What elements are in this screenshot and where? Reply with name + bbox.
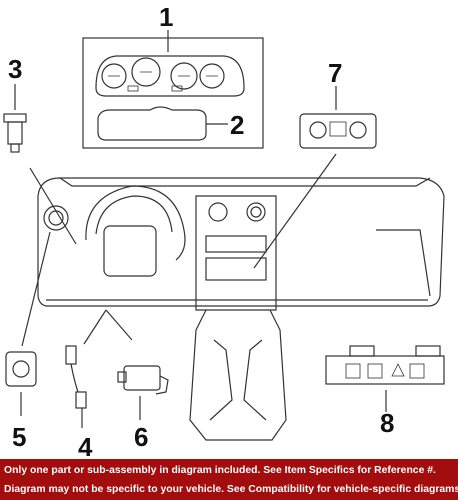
dashboard-assembly	[37, 177, 445, 441]
module-part-6	[117, 365, 169, 420]
cluster-inset-box	[82, 37, 264, 149]
parts-diagram	[3, 30, 445, 441]
callout-2: 2	[230, 110, 245, 140]
switch-part-3	[3, 84, 77, 245]
callout-8: 8	[380, 408, 395, 438]
switch-part-5	[5, 231, 51, 416]
callout-4: 4	[78, 432, 93, 462]
disclaimer-line-2: Diagram may not be specific to your vehi…	[4, 484, 458, 495]
callout-3: 3	[8, 54, 23, 84]
instrument-cluster-part-1	[95, 30, 245, 97]
disclaimer-line-1: Only one part or sub-assembly in diagram…	[4, 465, 436, 476]
harness-part-4	[65, 309, 133, 428]
callout-6: 6	[134, 422, 149, 452]
cluster-lens-part-2	[97, 106, 228, 141]
disclaimer-banner: Only one part or sub-assembly in diagram…	[0, 459, 458, 500]
callout-5: 5	[12, 422, 27, 452]
climate-control-part-7	[253, 86, 377, 269]
callout-1: 1	[159, 2, 174, 32]
switch-bank-part-8	[325, 345, 445, 412]
callout-7: 7	[328, 58, 343, 88]
